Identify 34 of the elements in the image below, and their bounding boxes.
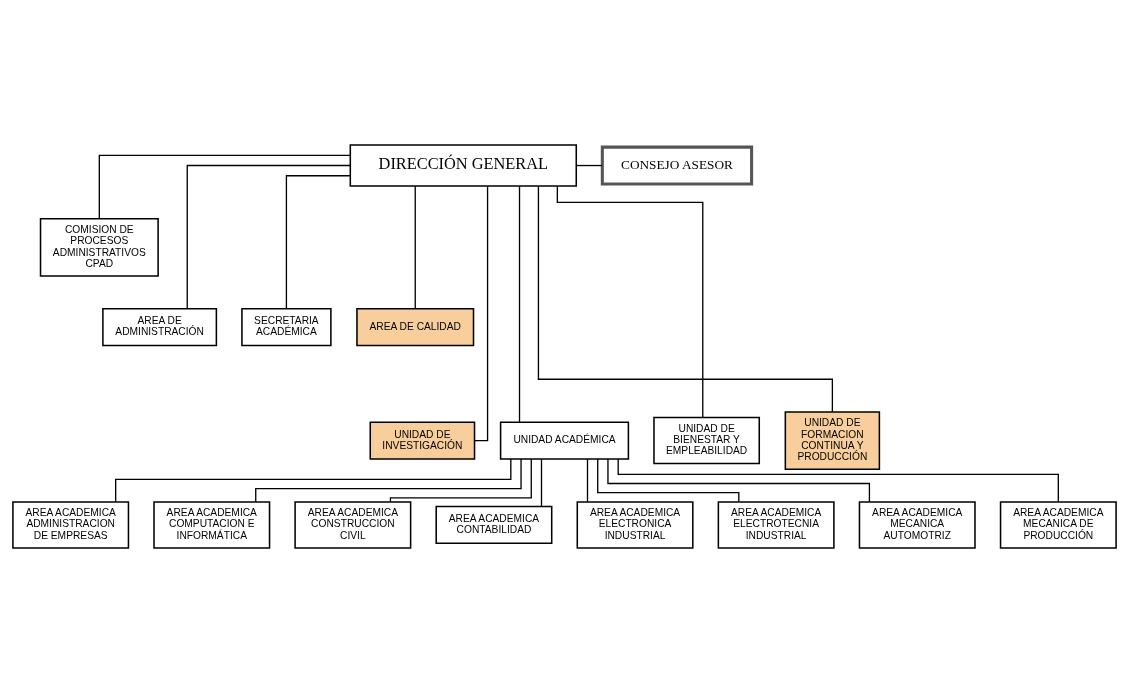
connector bbox=[255, 458, 522, 503]
connector bbox=[597, 458, 740, 503]
node-box: AREA DE ADMINISTRACIÓN bbox=[102, 307, 218, 347]
connector bbox=[98, 154, 351, 219]
node-box: AREA ACADEMICA COMPUTACION E INFORMÁTICA bbox=[153, 501, 271, 549]
node-box: AREA ACADEMICA MECANICA DE PRODUCCIÓN bbox=[999, 501, 1117, 549]
node-box: AREA ACADEMICA CONTABILIDAD bbox=[435, 505, 553, 545]
connector bbox=[115, 458, 512, 503]
node-box: AREA ACADEMICA MECANICA AUTOMOTRIZ bbox=[858, 501, 976, 549]
node-box: UNIDAD DE FORMACION CONTINUA Y PRODUCCIÓN bbox=[784, 411, 881, 470]
node-box: UNIDAD ACADÉMICA bbox=[499, 421, 630, 460]
connector bbox=[537, 185, 834, 413]
connector bbox=[607, 458, 871, 503]
connector bbox=[575, 164, 603, 167]
node-box: COMISION DE PROCESOS ADMINISTRATIVOS CPAD bbox=[39, 217, 159, 277]
node-box: UNIDAD DE BIENESTAR Y EMPLEABILIDAD bbox=[653, 416, 761, 465]
node-box: CONSEJO ASESOR bbox=[600, 145, 754, 186]
node-box: AREA ACADEMICA ADMINISTRACION DE EMPRESAS bbox=[12, 501, 130, 549]
connector bbox=[389, 458, 532, 503]
node-box: SECRETARIA ACADÉMICA bbox=[241, 307, 332, 347]
node-box: DIRECCIÓN GENERAL bbox=[349, 144, 578, 187]
connector bbox=[285, 175, 351, 310]
node-box: AREA ACADEMICA ELECTROTECNIA INDUSTRIAL bbox=[717, 501, 835, 549]
node-box: AREA ACADEMICA ELECTRONICA INDUSTRIAL bbox=[576, 501, 694, 549]
connector bbox=[414, 185, 416, 309]
connector bbox=[617, 458, 1059, 503]
connector bbox=[586, 458, 589, 503]
node-box: AREA DE CALIDAD bbox=[356, 307, 475, 347]
node-box: AREA ACADEMICA CONSTRUCCION CIVIL bbox=[294, 501, 412, 549]
connector bbox=[540, 458, 543, 507]
connector bbox=[518, 185, 521, 423]
connector bbox=[556, 185, 704, 418]
connector bbox=[186, 164, 351, 310]
node-box: UNIDAD DE INVESTIGACIÓN bbox=[369, 421, 476, 460]
